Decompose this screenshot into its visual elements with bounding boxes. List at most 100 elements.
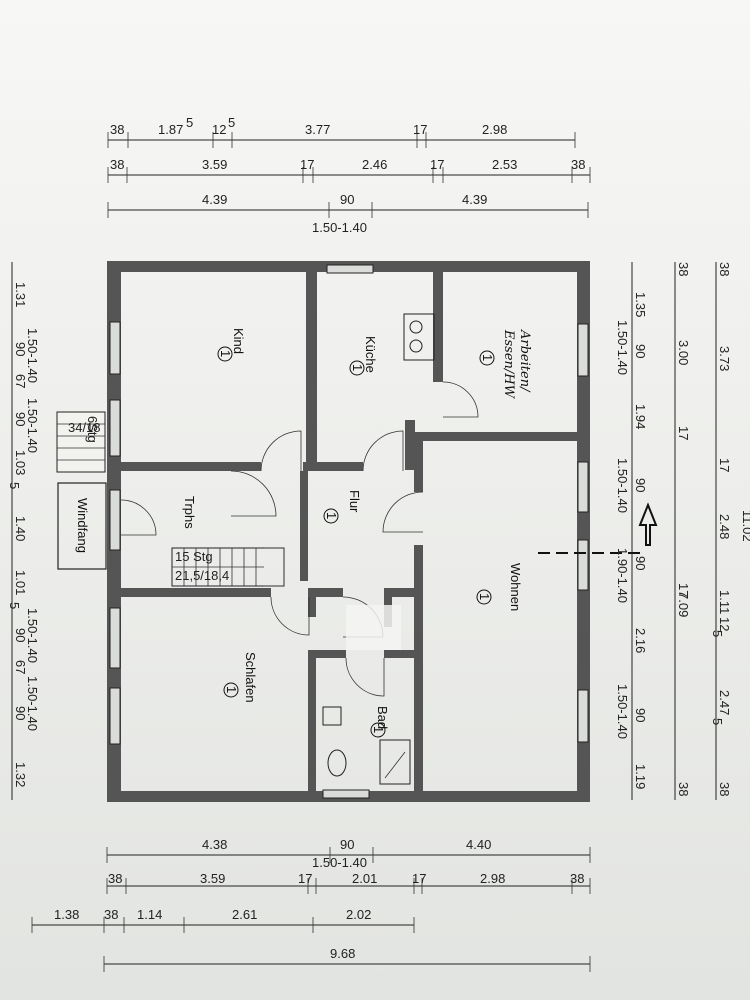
room-number-kueche: 1 bbox=[350, 364, 365, 371]
dim-top-row3-1: 4.39 bbox=[202, 192, 227, 207]
dim-top-row3-sub: 1.50-1.40 bbox=[312, 220, 367, 235]
dim-right-outer-8: 2.47 bbox=[717, 690, 732, 715]
dim-top-row2-7: 38 bbox=[571, 157, 585, 172]
dim-left-16: 90 bbox=[13, 706, 28, 720]
dim-right-inner-8: 90 bbox=[633, 556, 648, 570]
room-label-essen: Essen/HW bbox=[501, 329, 516, 400]
dim-top-2: 1.87 bbox=[158, 122, 183, 137]
dim-left-8: 5 bbox=[7, 482, 22, 489]
dim-bottom-3: 4.40 bbox=[466, 837, 491, 852]
room-label-trphs: Trphs bbox=[182, 496, 197, 529]
room-label-arbeiten: Arbeiten/ bbox=[517, 329, 532, 393]
bath-fixtures bbox=[322, 706, 411, 785]
dim-left-17: 1.32 bbox=[13, 762, 28, 787]
room-label-wohnen: Wohnen bbox=[508, 563, 523, 611]
dim-bottom-2: 90 bbox=[340, 837, 354, 852]
dim-left-7: 1.03 bbox=[13, 450, 28, 475]
dim-bottom-row2-7: 38 bbox=[570, 871, 584, 886]
dim-top-1: 38 bbox=[110, 122, 124, 137]
dim-left-5: 1.50-1.40 bbox=[25, 398, 40, 453]
dim-top-7: 17 bbox=[413, 122, 427, 137]
dim-left-1: 1.31 bbox=[13, 282, 28, 307]
dim-top-row3-3: 4.39 bbox=[462, 192, 487, 207]
dim-bottom-row2-4: 2.01 bbox=[352, 871, 377, 886]
dim-left-10: 1.01 bbox=[13, 570, 28, 595]
dim-bottom-row3-3: 1.14 bbox=[137, 907, 162, 922]
room-label-kind: Kind bbox=[231, 328, 246, 354]
room-label-kueche: Küche bbox=[363, 336, 378, 373]
dim-right-outer-10: 38 bbox=[717, 782, 732, 796]
dim-right-inner-1: 1.35 bbox=[633, 292, 648, 317]
dim-left-13: 1.50-1.40 bbox=[25, 608, 40, 663]
room-label-windfang: Windfang bbox=[75, 498, 90, 553]
dim-bottom-row2-3: 17 bbox=[298, 871, 312, 886]
stair-label-ratio: 21,5/18,4 bbox=[175, 568, 229, 583]
dim-top-6: 3.77 bbox=[305, 122, 330, 137]
entrance-staircase: 6Stg 34/18 Windfang bbox=[56, 411, 107, 570]
dim-right-outer-5: 1.11 bbox=[717, 590, 732, 614]
dim-right-inner-9: 2.16 bbox=[633, 628, 648, 653]
dim-right-inner-11: 1.50-1.40 bbox=[615, 684, 630, 739]
dim-right-inner-6: 1.50-1.40 bbox=[615, 458, 630, 513]
interior-staircase: 15 Stg 21,5/18,4 bbox=[171, 547, 285, 587]
dim-right-outer-9: 5 bbox=[710, 718, 725, 725]
dim-bottom-row3-4: 2.61 bbox=[232, 907, 257, 922]
dim-right-mid-5: 17 bbox=[676, 583, 691, 597]
dim-bottom-row3-5: 2.02 bbox=[346, 907, 371, 922]
door-swings bbox=[120, 381, 479, 697]
entrance-stair-ratio: 34/18 bbox=[68, 420, 101, 435]
dim-right-outer-4: 2.48 bbox=[717, 514, 732, 539]
dim-left-9: 1.40 bbox=[13, 516, 28, 541]
bottom-dimension-chains: 4.38 90 4.40 1.50-1.40 38 3.59 17 2.01 1… bbox=[31, 837, 591, 972]
dim-right-inner-2: 90 bbox=[633, 344, 648, 358]
dim-right-outer-2: 3.73 bbox=[717, 346, 732, 371]
dim-left-15: 1.50-1.40 bbox=[25, 676, 40, 731]
dim-top-row2-5: 17 bbox=[430, 157, 444, 172]
dim-right-mid-3: 17 bbox=[676, 426, 691, 440]
dim-right-inner-4: 1.94 bbox=[633, 404, 648, 429]
dim-bottom-row2-5: 17 bbox=[412, 871, 426, 886]
dim-right-inner-10: 90 bbox=[633, 708, 648, 722]
entrance-stair-count: 6Stg bbox=[85, 416, 100, 443]
room-number-arbeiten: 1 bbox=[480, 354, 495, 361]
dim-right-outer-7: 5 bbox=[710, 630, 725, 637]
room-label-flur: Flur bbox=[347, 490, 362, 513]
dim-right-mid-4: 7.09 bbox=[676, 592, 691, 617]
room-label-schlafen: Schlafen bbox=[243, 652, 258, 703]
dim-top-5: 5 bbox=[228, 115, 235, 130]
dim-bottom-row2-2: 3.59 bbox=[200, 871, 225, 886]
dim-bottom-row3-2: 38 bbox=[104, 907, 118, 922]
left-dimension-chain: 1.31 90 1.50-1.40 67 1.50-1.40 90 1.03 5… bbox=[7, 262, 40, 800]
windows bbox=[109, 264, 589, 799]
dim-top-row2-6: 2.53 bbox=[492, 157, 517, 172]
room-number-kind: 1 bbox=[218, 350, 233, 357]
dim-left-6: 90 bbox=[13, 412, 28, 426]
room-number-flur: 1 bbox=[324, 512, 339, 519]
stair-label-steps: 15 Stg bbox=[175, 549, 213, 564]
dim-right-outer-1: 38 bbox=[717, 262, 732, 276]
dim-right-inner-3: 1.50-1.40 bbox=[615, 320, 630, 375]
dim-top-row2-3: 17 bbox=[300, 157, 314, 172]
dim-left-12: 90 bbox=[13, 628, 28, 642]
paper-note-patch bbox=[346, 605, 401, 650]
dim-right-total: 11.02 bbox=[740, 510, 750, 542]
dim-right-outer-3: 17 bbox=[717, 458, 732, 472]
dim-bottom-total: 9.68 bbox=[330, 946, 355, 961]
dim-left-4: 67 bbox=[13, 374, 28, 388]
dim-right-outer-6: 12 bbox=[717, 617, 732, 631]
dim-bottom-row2-6: 2.98 bbox=[480, 871, 505, 886]
room-number-wohnen: 1 bbox=[477, 593, 492, 600]
right-dimension-chains: 1.35 90 1.50-1.40 1.94 90 1.50-1.40 1.90… bbox=[615, 262, 750, 800]
dim-bottom-row2-1: 38 bbox=[108, 871, 122, 886]
dim-top-row3-2: 90 bbox=[340, 192, 354, 207]
kitchen-stove bbox=[403, 313, 435, 361]
dim-right-mid-2: 3.00 bbox=[676, 340, 691, 365]
room-number-bad: 1 bbox=[371, 726, 386, 733]
dim-bottom-1: 4.38 bbox=[202, 837, 227, 852]
dim-left-14: 67 bbox=[13, 660, 28, 674]
dim-bottom-sub: 1.50-1.40 bbox=[312, 855, 367, 870]
dim-right-inner-12: 1.19 bbox=[633, 764, 648, 789]
dim-top-8: 2.98 bbox=[482, 122, 507, 137]
